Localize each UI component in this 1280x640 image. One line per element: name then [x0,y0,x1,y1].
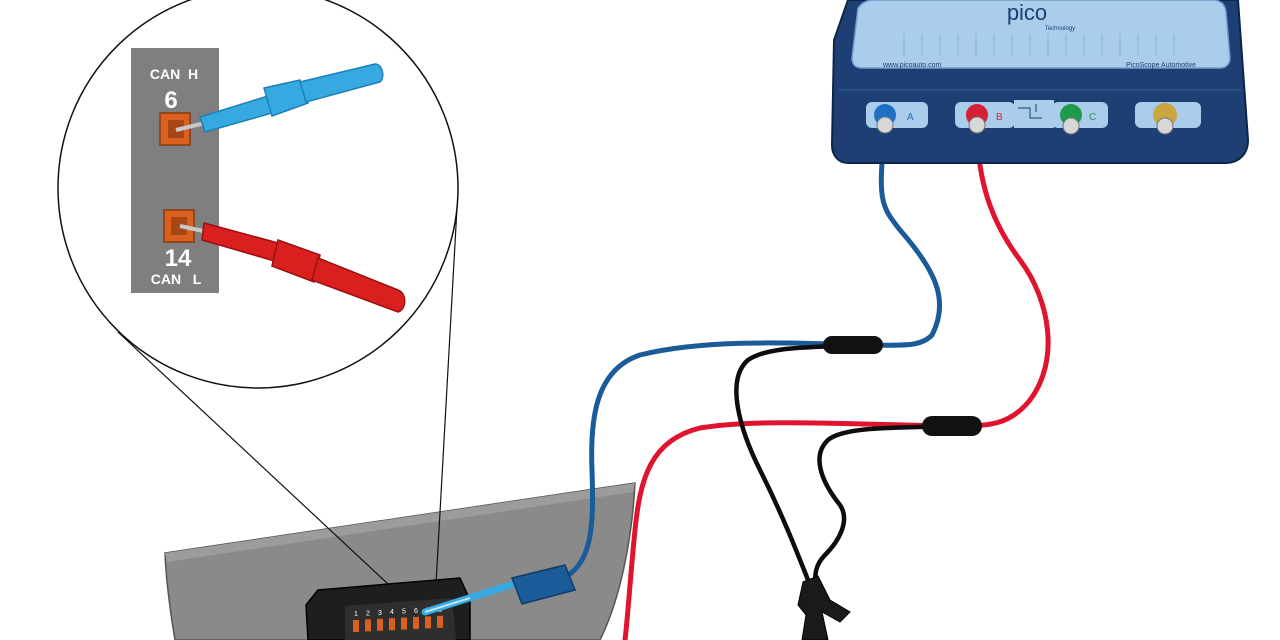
connector-pin-slot [353,620,359,632]
lead-adaptor-blue [823,336,883,354]
red-probe-magnified [179,222,406,313]
zoom-line-left [117,331,389,585]
can-low-name: CAN L [151,271,202,287]
can-low-pin-number: 14 [165,245,192,272]
red-lead [622,125,1051,640]
lead-adaptor-red [922,416,982,436]
brand-subtitle: Technology [1045,26,1075,32]
connector-pin-number: 4 [390,609,394,616]
black-lead-b [812,423,958,588]
dashboard-panel-top-edge [165,483,635,562]
channel-a-label: A [907,112,914,123]
connector-pin-slot [425,616,431,629]
pin-14-terminal [163,209,195,243]
connector-pin-number: 3 [378,610,382,617]
connector-pin-slot [413,617,419,629]
picoscope-device: pico Technology www.picoauto.com PicoSco… [830,0,1250,164]
connector-face-panel [131,48,219,293]
model-label: PicoScope Automotive [1126,62,1196,69]
blue-lead [557,125,943,583]
can-high-pin-number: 6 [164,87,177,114]
channel-d-bnc [1156,117,1174,135]
connector-pin-slot [377,618,383,631]
blue-backprobe [421,564,577,616]
blue-probe-magnified [175,63,384,133]
can-high-name: CAN H [150,66,198,82]
channel-c-bnc [1062,117,1080,135]
connector-pin-slot [365,619,371,632]
connector-pin-number: 6 [414,608,418,615]
channel-a-bnc [876,116,894,134]
magnified-inset: CAN H 6 14 CAN L [57,0,459,389]
dashboard-panel [164,482,636,640]
ground-clip [797,575,851,640]
channel-c-label: C [1089,112,1096,123]
connector-pin-slot [389,618,395,631]
connector-pin-slot [437,615,443,628]
brand-logo: pico [1007,0,1047,25]
channel-b-label: B [996,112,1003,123]
black-lead-a [734,342,858,588]
channel-b-bnc [968,116,986,134]
input-rating-plate [1014,100,1054,128]
connector-pin-number: 2 [366,610,370,617]
connector-pin-number: 5 [402,609,406,616]
connector-pin-slot [401,617,407,630]
website-label: www.picoauto.com [882,62,942,69]
connector-pin-number: 1 [354,611,358,618]
input-schematic-icon [1018,104,1042,119]
zoom-line-right [435,189,459,585]
